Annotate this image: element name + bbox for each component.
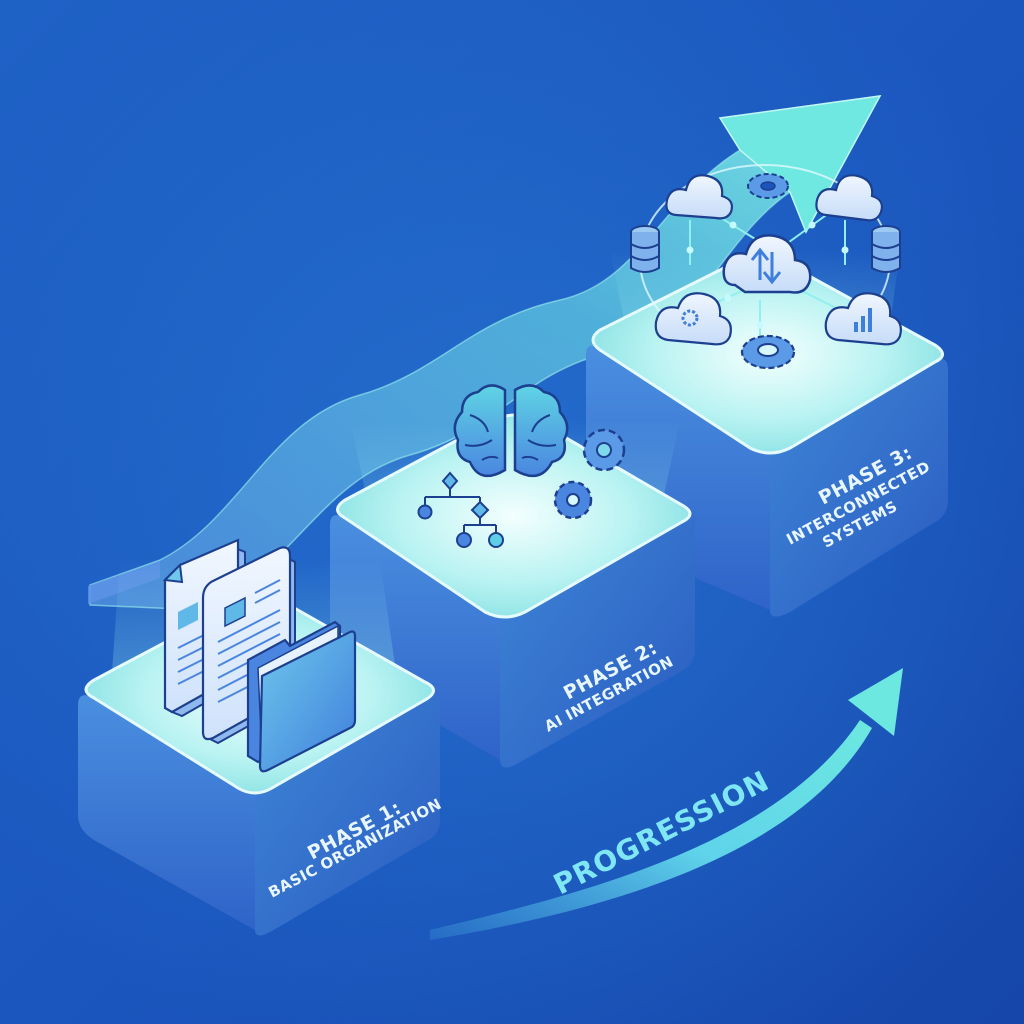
flowchart-icon [417,471,504,548]
cloud-gear-icon [654,292,732,346]
gear-icon [747,173,789,199]
gear-icon [582,428,626,472]
cloud-sync-icon [722,234,812,294]
gear-icon [553,480,593,520]
database-icon [630,225,660,273]
cloud-chart-icon [824,292,902,346]
brain-icon [453,384,569,478]
phase-2-icons [417,384,626,548]
phase-3-icons [630,164,902,370]
cloud-icon [665,174,734,220]
gear-icon [740,334,796,370]
folder-icon [246,620,357,773]
progression-arrow [430,668,903,940]
phase-1-icons [162,538,357,773]
cloud-icon [815,174,884,222]
database-icon [871,225,901,273]
